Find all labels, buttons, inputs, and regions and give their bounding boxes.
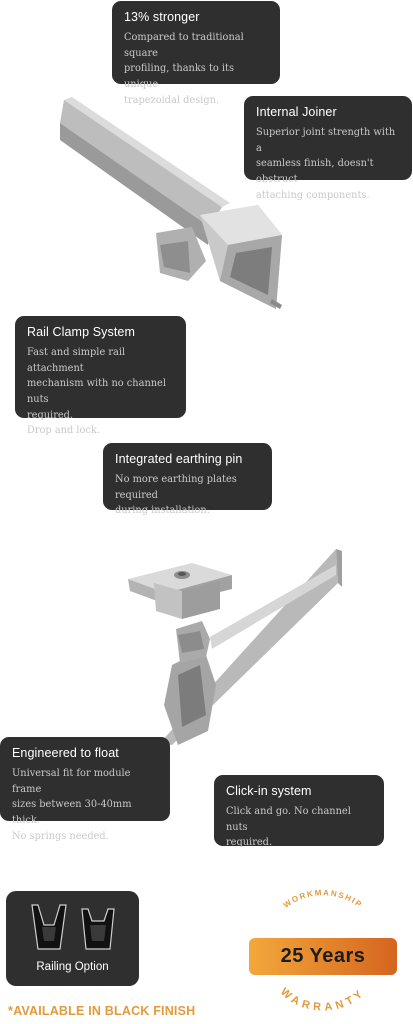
svg-text:WORKMANSHIP: WORKMANSHIP: [282, 888, 364, 910]
warranty-arc-bottom: WARRANTY: [278, 986, 368, 1014]
feature-description: Compared to traditional square profiling…: [124, 32, 244, 106]
feature-title: Click-in system: [226, 784, 312, 798]
feature-title: Internal Joiner: [256, 105, 337, 119]
feature-card-engineered-to-float: Engineered to float Universal fit for mo…: [0, 737, 170, 842]
railing-option-box: Railing Option: [6, 891, 139, 986]
railing-profile-icon: [31, 904, 115, 950]
feature-title: Rail Clamp System: [27, 325, 135, 339]
rail-joiner-illustration: [60, 97, 282, 309]
warranty-arc-top: WORKMANSHIP: [282, 888, 364, 910]
feature-title: Engineered to float: [12, 746, 119, 760]
warranty-bottom-text: WARRANTY: [278, 986, 364, 1014]
clamp-rail-illustration: [128, 549, 342, 745]
feature-card-earthing-pin: Integrated earthing pin No more earthing…: [103, 443, 272, 516]
warranty-top-text: WORKMANSHIP: [282, 888, 363, 910]
feature-description: Fast and simple rail attachment mechanis…: [27, 347, 166, 437]
svg-text:WARRANTY: WARRANTY: [278, 986, 368, 1014]
warranty-years-badge: 25 Years: [249, 938, 397, 975]
feature-card-strength: 13% stronger Compared to traditional squ…: [112, 1, 280, 106]
feature-description: Superior joint strength with a seamless …: [256, 127, 396, 201]
feature-card-internal-joiner: Internal Joiner Superior joint strength …: [244, 96, 412, 201]
feature-description: Click and go. No channel nuts required.: [226, 806, 351, 849]
feature-title: Integrated earthing pin: [115, 452, 243, 466]
railing-option-label: Railing Option: [36, 961, 109, 973]
availability-note: *AVAILABLE IN BLACK FINISH: [8, 1004, 196, 1018]
feature-title: 13% stronger: [124, 10, 200, 24]
feature-description: No more earthing plates required during …: [115, 474, 237, 517]
feature-description: Universal fit for module frame sizes bet…: [12, 768, 132, 842]
feature-card-click-in: Click-in system Click and go. No channel…: [214, 775, 384, 848]
feature-card-rail-clamp: Rail Clamp System Fast and simple rail a…: [15, 316, 186, 436]
